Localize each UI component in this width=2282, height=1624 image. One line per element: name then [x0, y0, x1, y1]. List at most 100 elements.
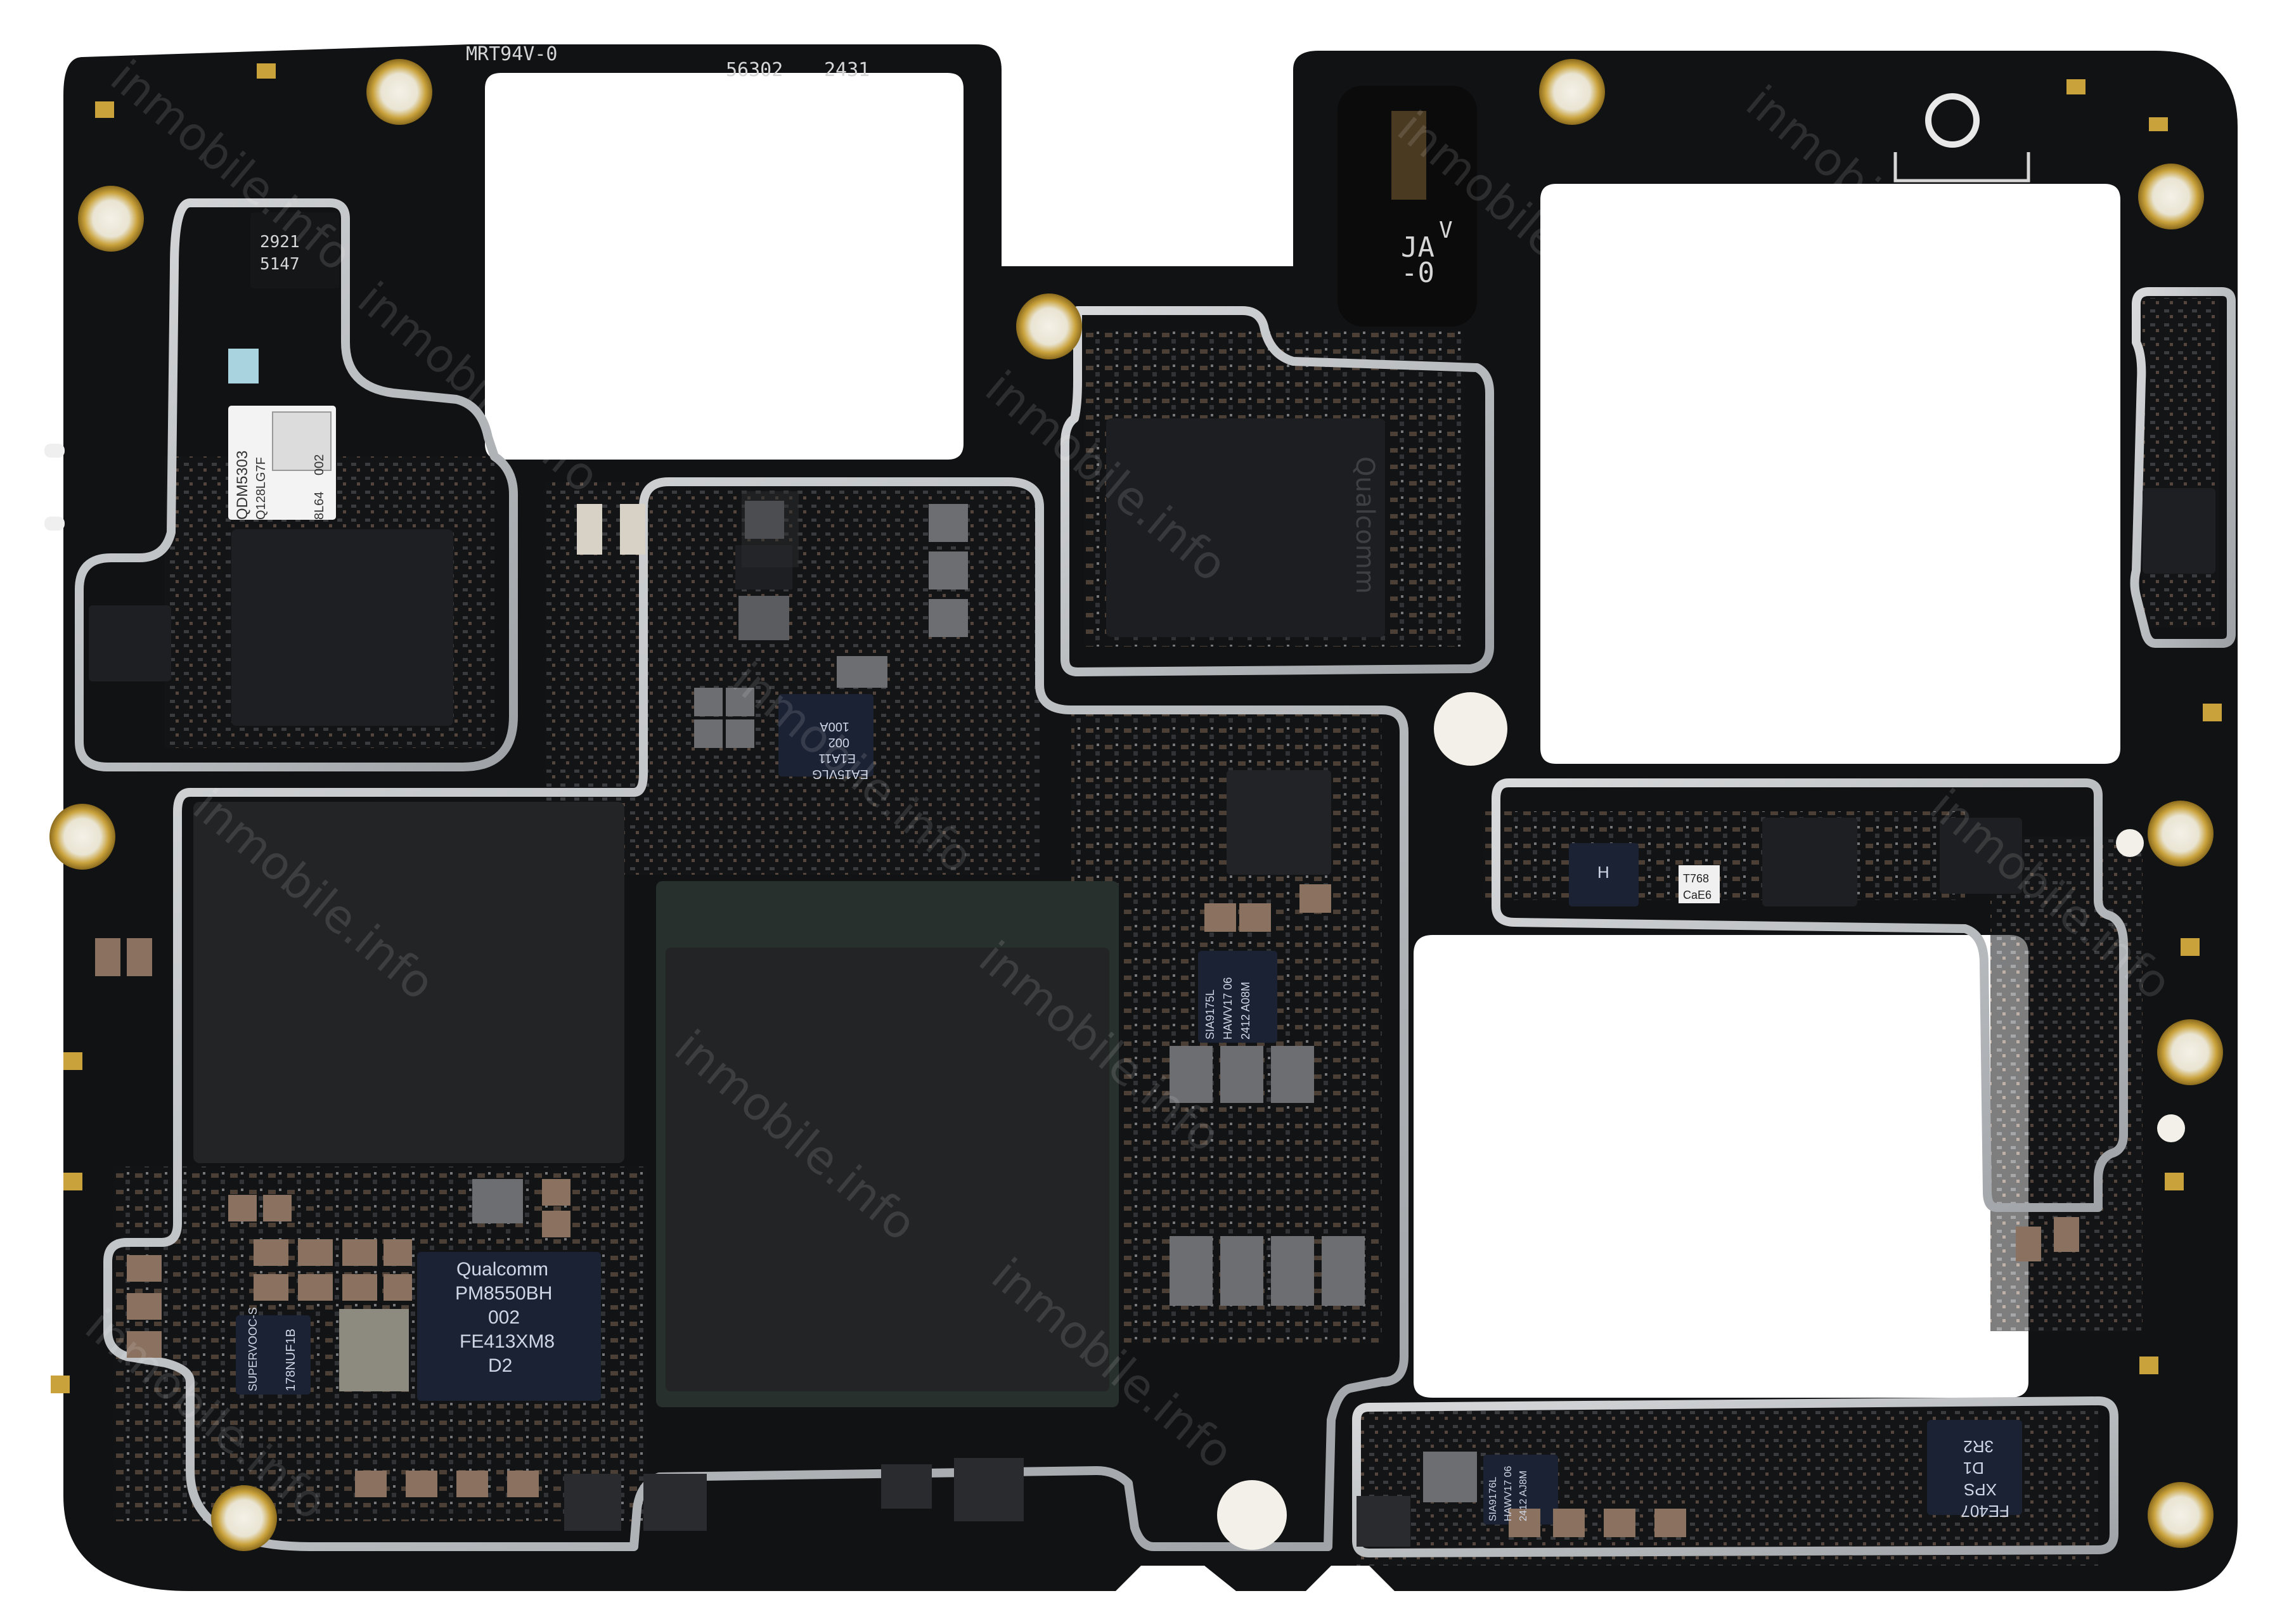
pmic-line3: 002 [488, 1307, 520, 1328]
label-5147: 5147 [260, 255, 300, 274]
mounting-hole [2138, 164, 2204, 229]
large-chips [89, 418, 2215, 1407]
xps-line2: XPS [1964, 1480, 1997, 1499]
inductor [929, 504, 968, 542]
xps-line4: 3R2 [1963, 1437, 1994, 1456]
mid-chip-2: E1A11 [818, 751, 856, 765]
inductor [726, 719, 754, 748]
mounting-hole [2148, 801, 2214, 867]
sia2-line3: 2412 AJ8M [1518, 1471, 1529, 1521]
edge-pad [63, 1173, 82, 1190]
hxp-label: H [1597, 863, 1609, 882]
qdm-chip-sub2: 8L64 [313, 492, 326, 520]
qdm-chip-name: QDM5303 [234, 451, 251, 520]
inductor [1220, 1236, 1263, 1306]
capacitor [1553, 1509, 1585, 1537]
ram-chip [193, 802, 624, 1163]
inductor [1357, 1496, 1410, 1547]
capacitor [1654, 1509, 1686, 1537]
edge-pad [2066, 79, 2085, 94]
capacitor [298, 1239, 333, 1266]
capacitor [254, 1239, 288, 1266]
inductor [954, 1458, 1024, 1521]
sia1-line3: 2412 A08M [1239, 982, 1252, 1040]
capacitor [127, 1255, 162, 1282]
capacitor [384, 1274, 412, 1301]
capacitor [1299, 884, 1331, 913]
capacitor [1239, 903, 1271, 932]
inductor [339, 1309, 409, 1391]
inductor [726, 688, 754, 716]
shield-frame-right-edge [2130, 287, 2236, 648]
capacitor [384, 1239, 412, 1266]
mounting-hole [2148, 1482, 2214, 1548]
sia2-line2: HAWV17 06 [1503, 1466, 1514, 1521]
supervooc-label: SUPERVOOC-S [247, 1307, 259, 1391]
date-code: 2431 [824, 59, 870, 81]
left-side-chip [89, 605, 171, 681]
side-slots [44, 444, 65, 531]
mounting-hole [1434, 692, 1507, 766]
edge-pad [2139, 1357, 2158, 1374]
capacitor [228, 1195, 257, 1221]
ja-marking-sub: -0 [1401, 257, 1434, 289]
capacitor [127, 1293, 162, 1320]
shield-frame-main [103, 477, 1409, 1551]
xps-line1: FE407 [1961, 1502, 2009, 1521]
pmic-chip [417, 1252, 601, 1401]
inductor [929, 599, 968, 637]
capacitor [127, 1331, 162, 1358]
capacitor [1604, 1509, 1635, 1537]
camera-connector [1338, 86, 1477, 326]
mounting-hole [366, 59, 432, 125]
pmic-line5: D2 [488, 1355, 512, 1376]
capacitor [1204, 903, 1236, 932]
pmic-line1: Qualcomm [456, 1259, 548, 1280]
mounting-hole [1925, 93, 1980, 148]
board-number: 56302 [726, 59, 783, 81]
xps-group: FE407 XPS D1 3R2 [1961, 1437, 2009, 1521]
mounting-hole [49, 804, 115, 870]
sia1-group: SIA9175L HAWV17 06 2412 A08M [1204, 977, 1252, 1040]
side-slot [44, 444, 65, 458]
camera-sensor [1391, 111, 1426, 200]
cpu-chip-top [666, 948, 1109, 1391]
label-sticker [250, 212, 339, 288]
mid-chip-group: EA15VLG E1A11 002 100A [812, 719, 868, 781]
inductor [1271, 1046, 1314, 1103]
right-mid-chip-b [1940, 818, 2022, 894]
mounting-hole [2157, 1019, 2223, 1085]
edge-pad [95, 101, 114, 118]
inductor [881, 1464, 932, 1509]
capacitor [620, 504, 645, 555]
capacitors [95, 504, 2079, 1537]
pmic-line4: FE413XM8 [460, 1331, 555, 1352]
inductors [339, 491, 1477, 1547]
qdm-chip-sub3: 002 [313, 454, 326, 475]
inductor [1170, 1236, 1213, 1306]
capacitor [298, 1274, 333, 1301]
capacitor [456, 1471, 488, 1497]
inductor [1170, 1046, 1213, 1103]
right-edge-chip [2143, 488, 2215, 574]
qdm-chip-qr [272, 411, 332, 471]
mounting-hole [2116, 829, 2144, 857]
capacitor [342, 1239, 377, 1266]
right-mid-chip-a [1762, 818, 1857, 906]
mounting-hole [1539, 59, 1605, 125]
storage-text-group: Qualcomm [1350, 456, 1379, 594]
inductor [1271, 1236, 1314, 1306]
inductor [643, 1474, 707, 1531]
mounting-hole [1217, 1480, 1287, 1550]
shield-frame-cpu-top [1060, 306, 1494, 676]
cae6-label: CaE6 [1683, 889, 1711, 901]
mounting-hole [78, 186, 144, 252]
pmic-line2: PM8550BH [455, 1283, 552, 1304]
top-left-chip [231, 529, 453, 726]
inductor [472, 1179, 523, 1223]
cyan-sticker [228, 349, 259, 383]
left-chip-label: 178NUF1B [284, 1329, 298, 1391]
sia2-line1: SIA9176L [1488, 1477, 1499, 1521]
xps-line3: D1 [1963, 1459, 1984, 1478]
